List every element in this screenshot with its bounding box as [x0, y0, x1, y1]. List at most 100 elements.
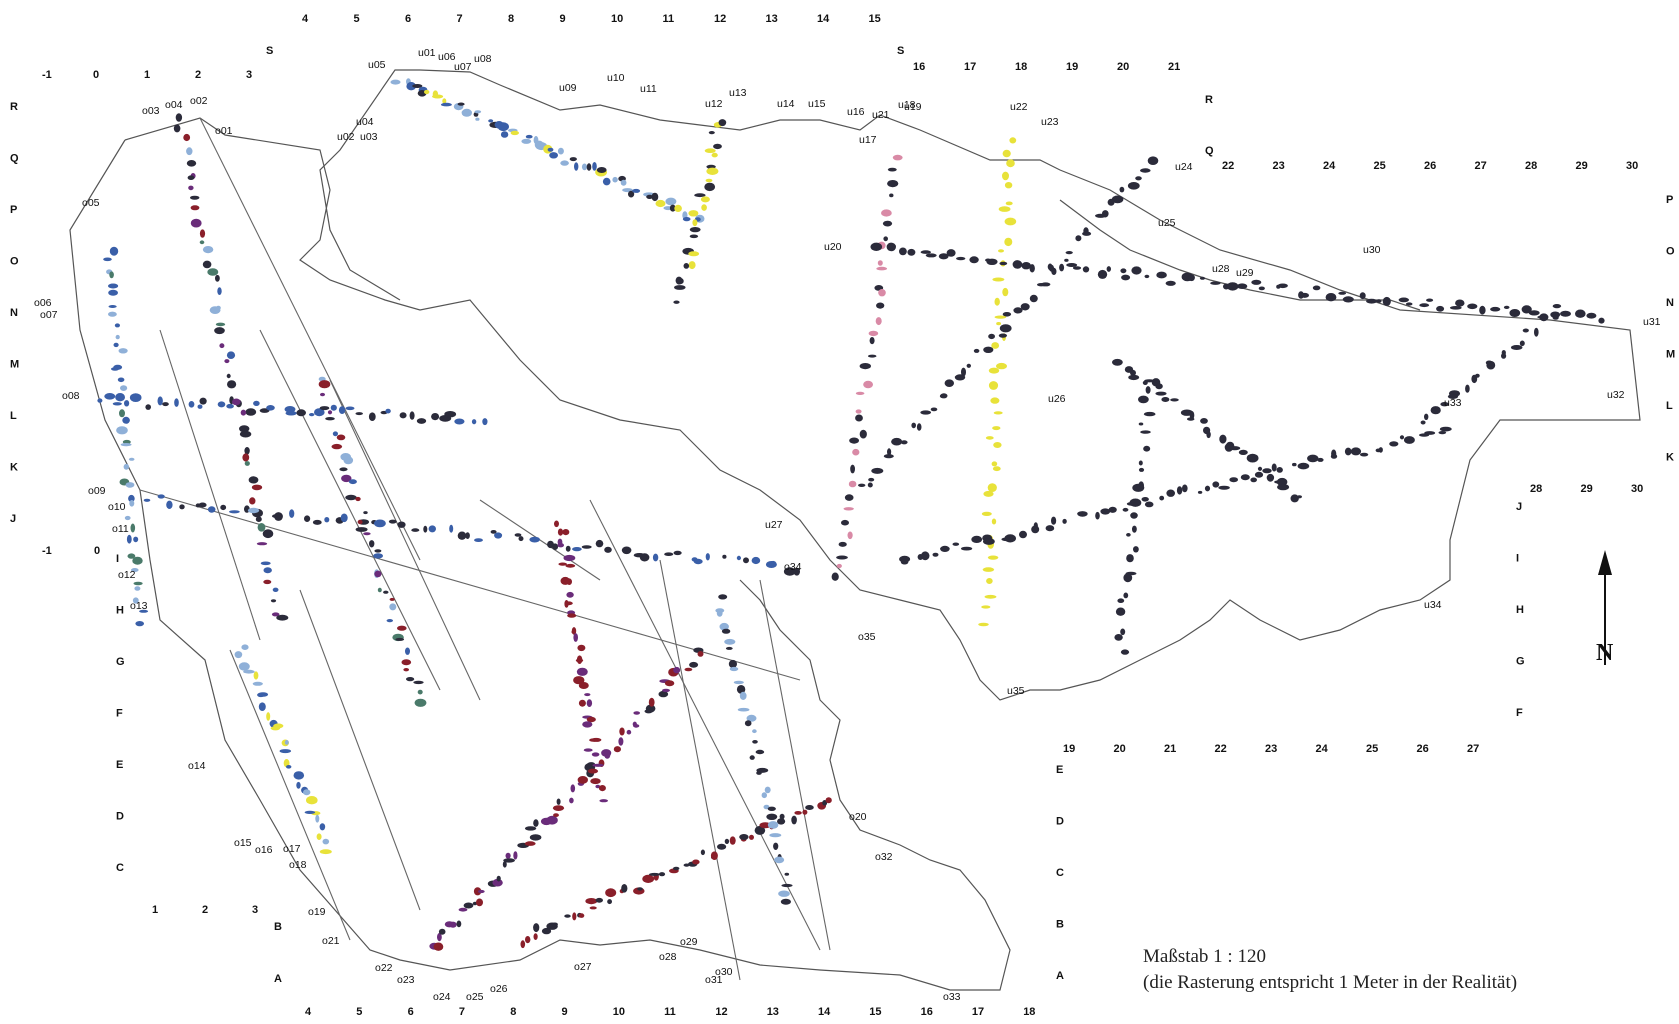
footprint-mark	[388, 519, 397, 524]
grid-col-label: 17	[964, 61, 976, 73]
footprint-mark	[338, 406, 346, 414]
footprint-mark	[592, 763, 604, 767]
footprint-mark	[648, 872, 661, 876]
footprint-mark	[120, 443, 132, 447]
footprint-mark	[991, 342, 1000, 349]
footprint-mark	[570, 784, 576, 793]
site-label-o06: o06	[34, 297, 52, 309]
footprint-mark	[578, 682, 589, 689]
footprint-mark	[552, 543, 559, 550]
site-label-o35: o35	[858, 631, 876, 643]
footprint-mark	[389, 597, 395, 601]
footprint-mark	[560, 160, 569, 166]
footprint-mark	[694, 193, 706, 198]
site-label-o10: o10	[108, 501, 126, 513]
footprint-mark	[586, 716, 596, 723]
grid-col-label: 7	[459, 1006, 465, 1018]
footprint-mark	[973, 348, 980, 353]
footprint-mark	[546, 815, 558, 825]
site-label-o32: o32	[875, 851, 893, 863]
footprint-mark	[1586, 312, 1597, 319]
footprint-mark	[992, 466, 1001, 472]
footprint-mark	[220, 504, 227, 511]
footprint-mark	[454, 418, 465, 425]
footprint-mark	[215, 322, 226, 327]
footprint-mark	[891, 437, 903, 446]
footprint-mark	[1438, 431, 1447, 435]
footprint-mark	[682, 217, 691, 222]
grid-col-label: 30	[1631, 483, 1643, 495]
footprint-mark	[1271, 463, 1277, 472]
footprint-mark	[1317, 457, 1324, 462]
footprint-mark	[991, 518, 997, 525]
grid-row-label: J	[10, 513, 16, 525]
footprint-mark	[704, 182, 716, 192]
footprint-mark	[1424, 431, 1436, 435]
footprint-mark	[1424, 413, 1429, 420]
site-label-u02: u02	[337, 131, 355, 143]
footprint-mark	[518, 536, 524, 542]
footprint-mark	[725, 646, 733, 650]
footprint-mark	[179, 504, 185, 510]
footprint-mark	[564, 601, 573, 606]
footprint-mark	[1246, 453, 1259, 463]
footprint-mark	[1206, 431, 1211, 439]
grid-row-label: B	[1056, 919, 1064, 931]
footprint-mark	[505, 852, 511, 859]
footprint-mark	[1051, 516, 1057, 525]
footprint-mark	[405, 647, 410, 655]
grid-col-label: -1	[42, 69, 52, 81]
footprint-mark	[319, 849, 332, 855]
footprint-mark	[319, 406, 330, 411]
footprint-mark	[199, 240, 205, 245]
footprint-mark	[662, 688, 670, 693]
footprint-mark	[197, 404, 203, 409]
footprint-mark	[241, 644, 249, 650]
footprint-mark	[403, 668, 410, 672]
grid-col-label: 21	[1164, 743, 1176, 755]
footprint-mark	[492, 878, 503, 887]
footprint-mark	[496, 875, 501, 882]
footprint-mark	[591, 752, 600, 757]
footprint-mark	[428, 525, 436, 533]
grid-col-label: 24	[1316, 743, 1329, 755]
footprint-mark	[386, 619, 393, 623]
footprint-mark	[525, 134, 533, 139]
footprint-mark	[664, 680, 675, 687]
footprint-mark	[114, 323, 120, 328]
footprint-mark	[729, 836, 736, 845]
footprint-mark	[991, 461, 998, 467]
footprint-mark	[961, 367, 966, 377]
footprint-mark	[482, 418, 488, 426]
footprint-mark	[718, 594, 728, 600]
footprint-mark	[244, 447, 250, 455]
site-label-u27: u27	[765, 519, 783, 531]
footprint-mark	[1059, 263, 1065, 272]
footprint-mark	[1127, 182, 1140, 190]
footprint-mark	[673, 300, 680, 304]
footprint-mark	[188, 185, 194, 191]
footprint-mark	[574, 162, 579, 171]
footprint-mark	[567, 613, 577, 618]
footprint-mark	[578, 699, 586, 707]
footprint-mark	[157, 494, 165, 499]
footprint-mark	[520, 940, 526, 949]
footprint-mark	[883, 454, 894, 459]
footprint-mark	[128, 457, 135, 461]
footprint-mark	[875, 317, 882, 326]
footprint-mark	[1120, 628, 1126, 636]
footprint-mark	[1449, 306, 1462, 310]
footprint-mark	[1144, 501, 1154, 508]
footprint-mark	[135, 621, 144, 627]
footprint-mark	[369, 540, 375, 548]
footprint-mark	[621, 546, 632, 555]
grid-col-label: 5	[354, 13, 360, 25]
footprint-mark	[304, 515, 311, 522]
footprint-mark	[126, 534, 132, 544]
footprint-mark	[1307, 454, 1319, 463]
footprint-mark	[744, 720, 752, 727]
footprint-mark	[944, 379, 954, 388]
footprint-mark	[355, 527, 368, 532]
grid-row-label: Q	[10, 153, 19, 165]
footprint-mark	[791, 815, 797, 825]
